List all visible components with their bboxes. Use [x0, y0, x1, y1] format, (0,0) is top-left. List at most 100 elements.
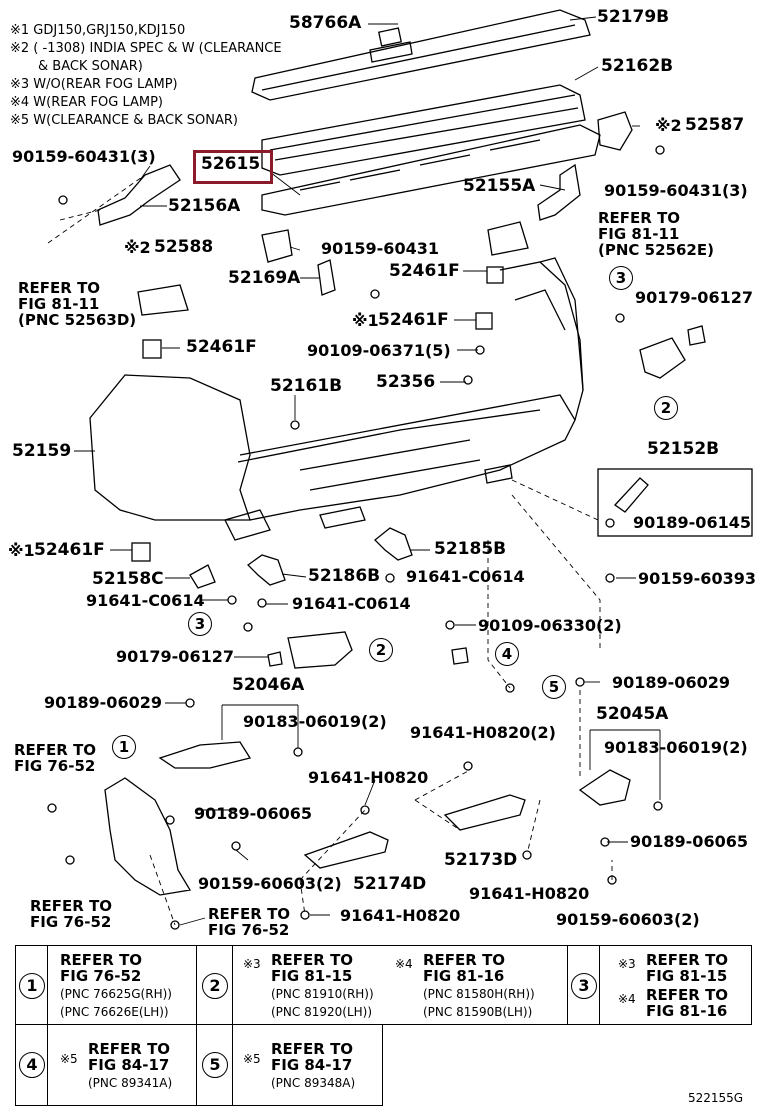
part-52461F-d-mark: ※1 [8, 541, 35, 560]
legend-cell-1[interactable]: REFER TO FIG 76-52 (PNC 76625G(RH)) (PNC… [47, 945, 197, 1025]
legend-4-line2: FIG 84-17 [88, 1056, 170, 1074]
part-90189-06029-right[interactable]: 90189-06029 [612, 673, 730, 692]
part-90159-60431[interactable]: 90159-60431 [321, 239, 439, 258]
legend-cell-5-num: 5 [196, 1024, 233, 1106]
legend-5-sub1: (PNC 89348A) [271, 1076, 356, 1090]
part-52159[interactable]: 52159 [12, 441, 72, 461]
part-52158C[interactable]: 52158C [92, 569, 164, 589]
part-90179-06127-right[interactable]: 90179-06127 [635, 288, 753, 307]
part-91641-H0820-2[interactable]: 91641-H0820(2) [410, 723, 556, 742]
part-52186B[interactable]: 52186B [308, 566, 381, 586]
part-90159-60431-right[interactable]: 90159-60431(3) [604, 181, 748, 200]
part-52461F-d[interactable]: 52461F [34, 540, 105, 560]
refer-line-1: REFER TO [14, 741, 97, 759]
part-90189-06065-left[interactable]: 90189-06065 [194, 804, 312, 823]
part-91641-C0614-a[interactable]: 91641-C0614 [406, 567, 525, 586]
legend-2a-sub2: (PNC 81920(LH)) [271, 1005, 373, 1019]
part-90159-60393[interactable]: 90159-60393 [638, 569, 756, 588]
callout-circle-3-mid[interactable]: 3 [188, 612, 212, 636]
refer-line-1: REFER TO [18, 279, 101, 297]
part-90159-60431-left[interactable]: 90159-60431(3) [12, 147, 156, 166]
part-52185B[interactable]: 52185B [434, 539, 507, 559]
callout-circle-2-mid[interactable]: 2 [369, 638, 393, 662]
legend-3b-line2: FIG 81-16 [646, 1002, 728, 1020]
part-52162B[interactable]: 52162B [601, 56, 674, 76]
part-90183-06019-left[interactable]: 90183-06019(2) [243, 712, 387, 731]
part-52046A[interactable]: 52046A [232, 675, 305, 695]
refer-81-11-52562E[interactable]: REFER TO FIG 81-11 (PNC 52562E) [598, 210, 714, 258]
refer-76-52-c[interactable]: REFER TO FIG 76-52 [208, 906, 290, 938]
legend-3b-line1: REFER TO [646, 986, 729, 1004]
legend-3a-line1: REFER TO [646, 951, 729, 969]
legend-2a-sub1: (PNC 81910(RH)) [271, 987, 374, 1001]
part-90159-60603-left[interactable]: 90159-60603(2) [198, 874, 342, 893]
part-90109-06330[interactable]: 90109-06330(2) [478, 616, 622, 635]
refer-line-2: FIG 76-52 [30, 913, 112, 931]
callout-circle-3-top[interactable]: 3 [609, 266, 633, 290]
legend-cell-5[interactable]: ※5 REFER TO FIG 84-17 (PNC 89348A) [232, 1024, 383, 1106]
legend-2a-line1: REFER TO [271, 951, 354, 969]
part-52173D[interactable]: 52173D [444, 850, 518, 870]
part-52461F-b[interactable]: 52461F [378, 310, 449, 330]
callout-circle-5-mid[interactable]: 5 [542, 675, 566, 699]
refer-line-1: REFER TO [30, 897, 113, 915]
part-91641-H0820-b[interactable]: 91641-H0820 [469, 884, 590, 903]
legend-cell-2[interactable]: ※3 REFER TO FIG 81-15 (PNC 81910(RH)) (P… [232, 945, 568, 1025]
figure-code: 522155G [688, 1091, 744, 1105]
part-52587[interactable]: 52587 [685, 115, 745, 135]
part-52356[interactable]: 52356 [376, 372, 436, 392]
part-52461F-c[interactable]: 52461F [186, 337, 257, 357]
legend-circle-2: 2 [202, 973, 228, 999]
legend-2b-mark: ※4 [395, 957, 413, 971]
part-91641-H0820-a[interactable]: 91641-H0820 [308, 768, 429, 787]
legend-2b-line2: FIG 81-16 [423, 967, 505, 985]
callout-circle-1[interactable]: 1 [112, 735, 136, 759]
part-52615[interactable]: 52615 [201, 154, 261, 174]
part-90189-06145[interactable]: 90189-06145 [633, 513, 751, 532]
refer-81-11-52563D[interactable]: REFER TO FIG 81-11 (PNC 52563D) [18, 280, 136, 328]
part-90189-06029-left[interactable]: 90189-06029 [44, 693, 162, 712]
legend-5-mark: ※5 [243, 1052, 261, 1066]
legend-cell-4-num: 4 [15, 1024, 48, 1106]
part-52588[interactable]: 52588 [154, 237, 214, 257]
callout-circle-2-top[interactable]: 2 [654, 396, 678, 420]
part-90179-06127-left[interactable]: 90179-06127 [116, 647, 234, 666]
part-52169A[interactable]: 52169A [228, 268, 301, 288]
legend-3a-mark: ※3 [618, 957, 636, 971]
part-90183-06019-right[interactable]: 90183-06019(2) [604, 738, 748, 757]
part-90159-60603-right[interactable]: 90159-60603(2) [556, 910, 700, 929]
part-52174D[interactable]: 52174D [353, 874, 427, 894]
legend-circle-5: 5 [202, 1052, 228, 1078]
part-58766A[interactable]: 58766A [289, 13, 362, 33]
part-52588-mark: ※2 [124, 238, 151, 257]
part-52155A[interactable]: 52155A [463, 176, 536, 196]
refer-line-2: FIG 76-52 [14, 757, 96, 775]
refer-line-3: (PNC 52562E) [598, 241, 714, 259]
refer-76-52-b[interactable]: REFER TO FIG 76-52 [30, 898, 112, 930]
legend-cell-4[interactable]: ※5 REFER TO FIG 84-17 (PNC 89341A) [47, 1024, 197, 1106]
part-52161B[interactable]: 52161B [270, 376, 343, 396]
part-52461F-b-mark: ※1 [352, 311, 379, 330]
legend-cell-1-num: 1 [15, 945, 48, 1025]
legend-2b-line1: REFER TO [423, 951, 506, 969]
callout-circle-4-mid[interactable]: 4 [495, 642, 519, 666]
note-2: ※2 ( -1308) INDIA SPEC & W (CLEARANCE [10, 41, 282, 56]
part-52156A[interactable]: 52156A [168, 196, 241, 216]
part-52045A[interactable]: 52045A [596, 704, 669, 724]
part-90109-06371[interactable]: 90109-06371(5) [307, 341, 451, 360]
legend-cell-3[interactable]: ※3 REFER TO FIG 81-15 ※4 REFER TO FIG 81… [599, 945, 752, 1025]
part-90189-06065-right[interactable]: 90189-06065 [630, 832, 748, 851]
part-52152B[interactable]: 52152B [647, 439, 720, 459]
legend-circle-4: 4 [19, 1052, 45, 1078]
legend-4-sub1: (PNC 89341A) [88, 1076, 173, 1090]
legend-1-line2: FIG 76-52 [60, 967, 142, 985]
part-91641-H0820-c[interactable]: 91641-H0820 [340, 906, 461, 925]
part-91641-C0614-c[interactable]: 91641-C0614 [292, 594, 411, 613]
part-52179B[interactable]: 52179B [597, 7, 670, 27]
part-91641-C0614-b[interactable]: 91641-C0614 [86, 591, 205, 610]
part-52461F-a[interactable]: 52461F [389, 261, 460, 281]
refer-76-52-a[interactable]: REFER TO FIG 76-52 [14, 742, 96, 774]
refer-line-1: REFER TO [598, 209, 681, 227]
